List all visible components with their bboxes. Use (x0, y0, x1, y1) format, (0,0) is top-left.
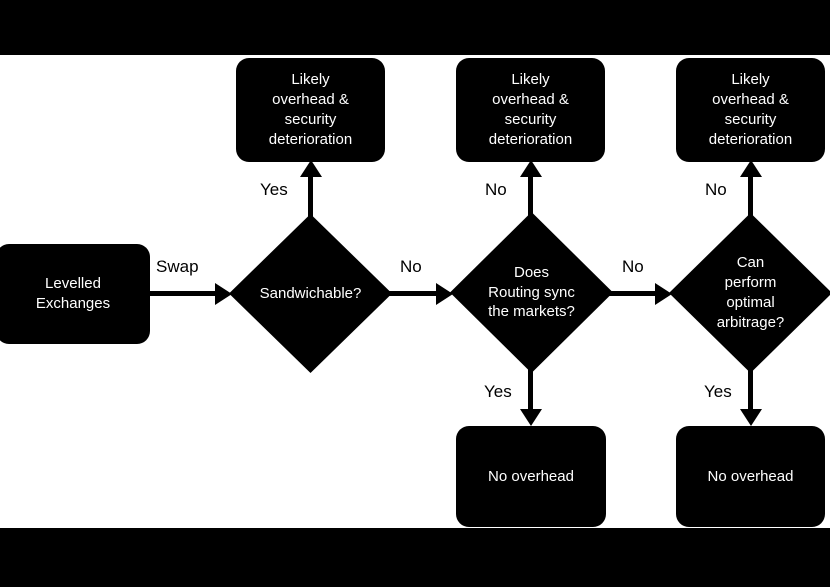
node-levelled-exchanges-label: Levelled Exchanges (35, 275, 111, 312)
edge-label-d3-yes: Yes (704, 382, 732, 401)
edge-label-swap: Swap (156, 257, 199, 276)
letterbox-band-bottom (0, 528, 830, 587)
edge-d1-to-top1-line (308, 175, 313, 223)
edge-d3-to-bot3-line (748, 365, 753, 412)
node-levelled-exchanges[interactable]: Levelled Exchanges (0, 244, 150, 344)
node-likely-overhead-1[interactable]: Likely overhead & security deterioration (236, 58, 385, 162)
edge-label-d1-no: No (400, 257, 422, 276)
node-optimal-arbitrage-shape (669, 213, 830, 373)
node-sandwichable[interactable]: Sandwichable? (229, 214, 392, 373)
edge-start-to-d1-line (150, 291, 218, 296)
node-likely-overhead-2-label: Likely overhead & security deterioration (488, 71, 573, 148)
edge-d2-to-d3-line (609, 291, 663, 296)
node-no-overhead-1[interactable]: No overhead (456, 426, 606, 527)
node-likely-overhead-1-label: Likely overhead & security deterioration (268, 71, 353, 148)
node-optimal-arbitrage[interactable]: Can perform optimal arbitrage? (669, 213, 830, 373)
edge-label-d2-yes: Yes (484, 382, 512, 401)
edge-d3-to-top3-line (748, 175, 753, 223)
edge-d2-to-top2-arrowhead (520, 160, 542, 177)
edge-label-d2-no-up: No (485, 180, 507, 199)
edge-label-d3-no: No (705, 180, 727, 199)
node-likely-overhead-2[interactable]: Likely overhead & security deterioration (456, 58, 605, 162)
letterbox-band-top (0, 0, 830, 55)
node-likely-overhead-3-label: Likely overhead & security deterioration (708, 71, 793, 148)
edge-d1-to-d2-arrowhead (436, 283, 453, 305)
edge-d3-to-bot3-arrowhead (740, 409, 762, 426)
node-no-overhead-2-label: No overhead (707, 467, 794, 485)
edge-d1-to-top1-arrowhead (300, 160, 322, 177)
node-routing-sync-shape (450, 212, 613, 373)
edge-d3-to-top3-arrowhead (740, 160, 762, 177)
edge-label-d2-no-right: No (622, 257, 644, 276)
edge-d2-to-bot2-line (528, 365, 533, 412)
node-sandwichable-shape (229, 214, 392, 373)
node-no-overhead-1-label: No overhead (488, 467, 574, 485)
edge-d2-to-d3-arrowhead (655, 283, 672, 305)
node-routing-sync[interactable]: Does Routing sync the markets? (450, 212, 613, 373)
edge-start-to-d1-arrowhead (215, 283, 232, 305)
edge-d2-to-top2-line (528, 175, 533, 223)
flowchart-stage: Levelled Exchanges Swap Sandwichable? Ye… (0, 55, 830, 528)
edge-d2-to-bot2-arrowhead (520, 409, 542, 426)
node-no-overhead-2[interactable]: No overhead (676, 426, 825, 527)
node-likely-overhead-3[interactable]: Likely overhead & security deterioration (676, 58, 825, 162)
edge-d1-to-d2-line (388, 291, 442, 296)
edge-label-d1-yes: Yes (260, 180, 288, 199)
